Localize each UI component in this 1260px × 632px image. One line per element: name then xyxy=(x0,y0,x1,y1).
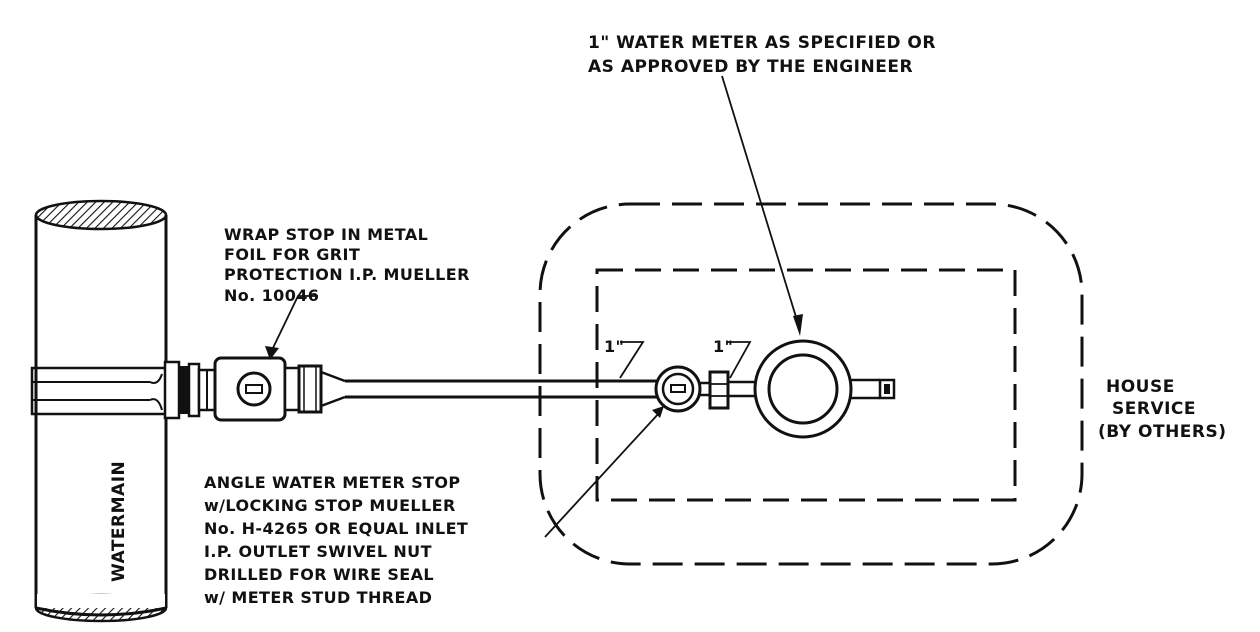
watermain-pipe xyxy=(34,199,168,623)
angle-note-line-6: w/ METER STUD THREAD xyxy=(204,588,432,607)
angle-note-line-1: ANGLE WATER METER STOP xyxy=(204,473,461,492)
pipe-size-left-label: 1" xyxy=(604,337,624,356)
angle-note-line-3: No. H-4265 OR EQUAL INLET xyxy=(204,519,468,538)
angle-note-line-4: I.P. OUTLET SWIVEL NUT xyxy=(204,542,432,561)
water-meter xyxy=(753,339,896,439)
house-note-line-3: (BY OTHERS) xyxy=(1098,422,1227,442)
wrap-note-line-4: No. 10046 xyxy=(224,286,319,305)
service-pipe xyxy=(345,379,660,399)
meter-note: 1" WATER METER AS SPECIFIED OR AS APPROV… xyxy=(588,33,936,77)
meter-box xyxy=(538,202,1084,566)
leader-lines xyxy=(265,75,803,538)
wrap-note-line-3: PROTECTION I.P. MUELLER xyxy=(224,265,470,284)
house-note-line-2: SERVICE xyxy=(1112,399,1196,419)
wrap-note-line-1: WRAP STOP IN METAL xyxy=(224,225,428,244)
angle-meter-stop xyxy=(654,365,758,413)
angle-note-line-5: DRILLED FOR WIRE SEAL xyxy=(204,565,434,584)
corporation-stop xyxy=(30,356,346,422)
house-note: HOUSE SERVICE (BY OTHERS) xyxy=(1098,377,1227,442)
house-note-line-1: HOUSE xyxy=(1106,377,1175,397)
wrap-note: WRAP STOP IN METAL FOIL FOR GRIT PROTECT… xyxy=(224,225,470,305)
watermain-label: WATERMAIN xyxy=(109,461,129,582)
pipe-size-right-label: 1" xyxy=(713,337,733,356)
angle-note-line-2: w/LOCKING STOP MUELLER xyxy=(204,496,456,515)
angle-note: ANGLE WATER METER STOP w/LOCKING STOP MU… xyxy=(204,473,468,607)
wrap-note-line-2: FOIL FOR GRIT xyxy=(224,245,360,264)
meter-note-line-2: AS APPROVED BY THE ENGINEER xyxy=(588,57,913,77)
meter-note-line-1: 1" WATER METER AS SPECIFIED OR xyxy=(588,33,936,53)
